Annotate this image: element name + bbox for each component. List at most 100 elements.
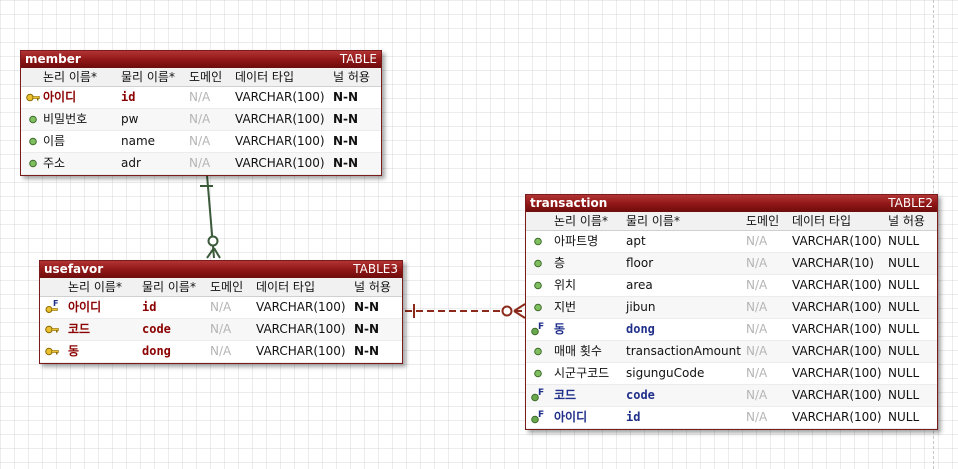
logical-name: 시군구코드	[554, 366, 610, 380]
physical-name: apt	[626, 234, 646, 248]
member-attribute-row[interactable]: 아이디 id N/A VARCHAR(100) N-N	[21, 87, 381, 109]
physical-name: id	[121, 90, 136, 104]
relation-usefavor-transaction[interactable]	[405, 303, 526, 319]
data-type: VARCHAR(100)	[792, 300, 882, 314]
attribute-dot-icon	[530, 231, 546, 252]
nullable: NULL	[888, 234, 920, 248]
domain: N/A	[189, 156, 211, 170]
domain: N/A	[746, 322, 768, 336]
physical-name: dong	[142, 344, 171, 358]
column-header-label: 물리 이름*	[142, 280, 196, 294]
foreign-key-icon: F	[530, 385, 546, 406]
member-table-header[interactable]: member TABLE	[21, 51, 381, 68]
data-type: VARCHAR(100)	[235, 112, 325, 126]
data-type: VARCHAR(100)	[235, 90, 325, 104]
domain: N/A	[189, 134, 211, 148]
foreign-key-key-icon: F	[44, 297, 60, 318]
physical-name: transactionAmount	[626, 344, 741, 358]
logical-name: 위치	[554, 278, 577, 292]
transaction-table-title: transaction	[530, 196, 608, 210]
domain: N/A	[189, 90, 211, 104]
usefavor-table-title: usefavor	[44, 262, 104, 276]
data-type: VARCHAR(100)	[235, 134, 325, 148]
data-type: VARCHAR(100)	[792, 322, 882, 336]
logical-name: 동	[554, 322, 566, 336]
domain: N/A	[746, 366, 768, 380]
svg-text:F: F	[538, 410, 544, 420]
logical-name: 층	[554, 256, 566, 270]
column-header-label: 논리 이름*	[68, 280, 122, 294]
usefavor-table-kind: TABLE3	[353, 262, 398, 276]
domain: N/A	[746, 300, 768, 314]
foreign-key-icon: F	[530, 319, 546, 340]
physical-name: jibun	[626, 300, 656, 314]
svg-text:F: F	[538, 388, 544, 398]
svg-text:F: F	[538, 322, 544, 332]
column-header-label: 물리 이름*	[121, 70, 175, 84]
column-header-label: 널 허용	[333, 70, 370, 84]
attribute-dot-icon	[530, 363, 546, 384]
physical-name: name	[121, 134, 156, 148]
logical-name: 비밀번호	[43, 112, 88, 126]
domain: N/A	[746, 234, 768, 248]
data-type: VARCHAR(100)	[256, 344, 346, 358]
logical-name: 아이디	[43, 90, 77, 104]
column-header-label: 데이터 타입	[235, 70, 295, 84]
physical-name: code	[142, 322, 171, 336]
data-type: VARCHAR(100)	[792, 344, 882, 358]
logical-name: 이름	[43, 134, 66, 148]
logical-name: 아파트명	[554, 234, 599, 248]
attribute-dot-icon	[25, 153, 41, 174]
attribute-dot-icon	[25, 109, 41, 130]
data-type: VARCHAR(100)	[256, 300, 346, 314]
member-table-title: member	[25, 52, 81, 66]
domain: N/A	[210, 344, 232, 358]
relation-member-usefavor[interactable]	[200, 174, 221, 259]
domain: N/A	[746, 344, 768, 358]
physical-name: sigunguCode	[626, 366, 705, 380]
logical-name: 코드	[68, 322, 91, 336]
data-type: VARCHAR(10)	[792, 256, 874, 270]
nullable: NULL	[888, 256, 920, 270]
data-type: VARCHAR(100)	[792, 388, 882, 402]
member-table-kind: TABLE	[339, 52, 377, 66]
nullable: N-N	[333, 90, 359, 104]
key-icon	[44, 341, 60, 362]
usefavor-table-header[interactable]: usefavor TABLE3	[40, 261, 402, 278]
nullable: NULL	[888, 388, 920, 402]
domain: N/A	[746, 256, 768, 270]
column-header-label: 논리 이름*	[554, 214, 608, 228]
domain: N/A	[189, 112, 211, 126]
column-header-label: 도메인	[210, 280, 244, 294]
key-icon	[44, 319, 60, 340]
physical-name: code	[626, 388, 655, 402]
column-header-label: 도메인	[189, 70, 223, 84]
physical-name: id	[142, 300, 157, 314]
physical-name: dong	[626, 322, 655, 336]
domain: N/A	[746, 388, 768, 402]
column-header-label: 데이터 타입	[792, 214, 852, 228]
svg-text:F: F	[53, 299, 58, 308]
physical-name: pw	[121, 112, 139, 126]
nullable: NULL	[888, 344, 920, 358]
